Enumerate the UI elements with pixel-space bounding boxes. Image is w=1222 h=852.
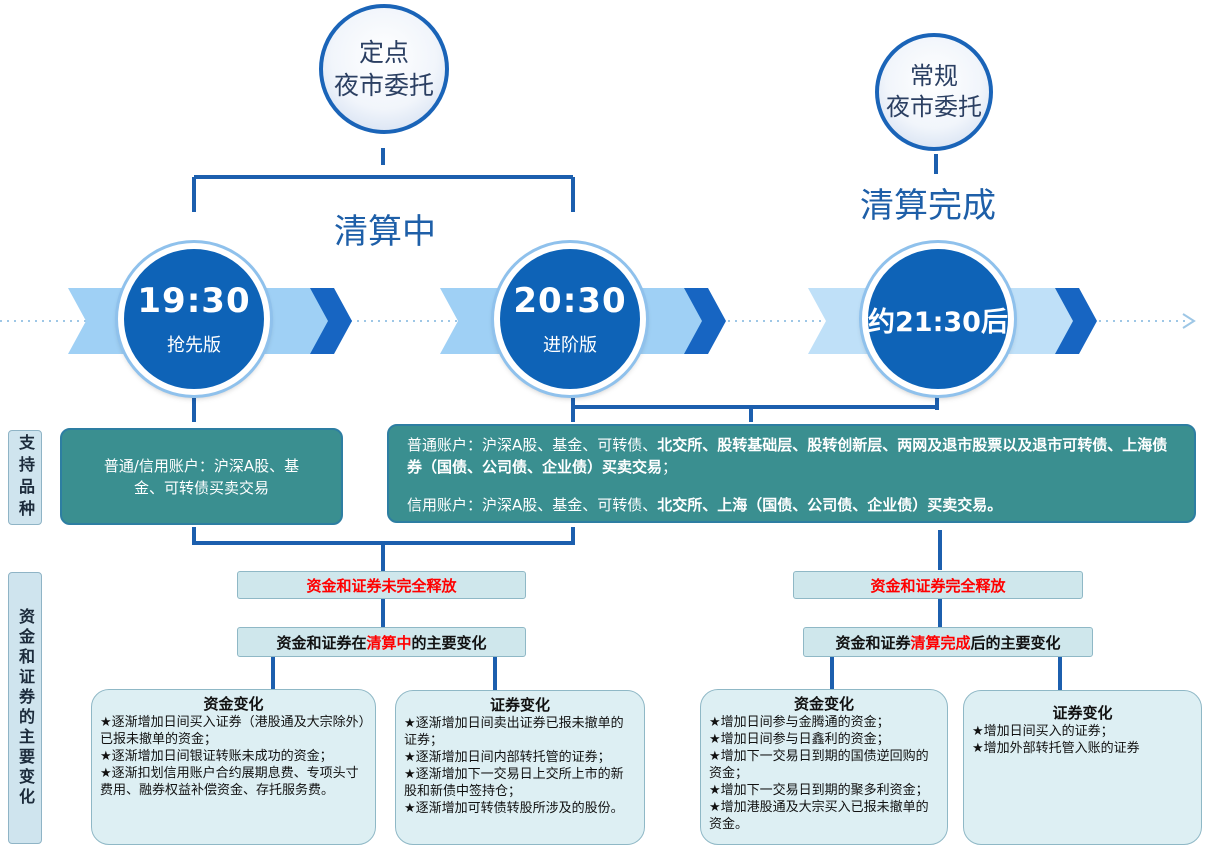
side-label-changes: 资金和证券的主要变化 bbox=[8, 572, 42, 844]
regular-line1: 常规 bbox=[910, 62, 958, 90]
side-label-supported: 支持品种 bbox=[8, 430, 42, 525]
detail-item: ★逐渐增加可转债转股所涉及的股份。 bbox=[404, 801, 624, 816]
scheduled-night-order-circle: 定点 夜市委托 bbox=[319, 4, 449, 134]
time-value: 20:30 bbox=[513, 281, 627, 321]
chevron-dark-2 bbox=[684, 288, 726, 354]
not-released-text: 资金和证券未完全释放 bbox=[306, 576, 457, 595]
detail-cash-in-clearing: 资金变化 ★逐渐增加日间买入证券（港股通及大宗除外）已报未撤单的资金； ★逐渐增… bbox=[91, 689, 376, 845]
detail-item: ★增加下一交易日到期的国债逆回购的资金； bbox=[709, 749, 929, 781]
normal-account-suffix: ； bbox=[662, 458, 678, 476]
scheduled-line1: 定点 bbox=[358, 38, 409, 67]
regular-night-order-circle: 常规 夜市委托 bbox=[875, 33, 993, 151]
time-value: 19:30 bbox=[137, 281, 251, 321]
detail-cash-after-clearing: 资金变化 ★增加日间参与金腾通的资金； ★增加日间参与日鑫利的资金； ★增加下一… bbox=[700, 689, 948, 845]
time-value: 约21:30后 bbox=[868, 306, 1008, 338]
support-credit-account: 信用账户：沪深A股、基金、可转债、北交所、上海（国债、公司债、企业债）买卖交易。 bbox=[407, 494, 1180, 516]
detail-item: ★逐渐增加日间内部转托管的证券； bbox=[404, 750, 611, 765]
released-text: 资金和证券完全释放 bbox=[870, 576, 1006, 595]
after-clearing-pre: 资金和证券 bbox=[835, 633, 911, 652]
detail-item: ★逐渐扣划信用账户合约展期息费、专项头寸费用、融券权益补偿资金、存托服务费。 bbox=[100, 766, 359, 798]
time-circle-1930: 19:30 抢先版 bbox=[118, 243, 270, 395]
detail-title: 资金变化 bbox=[203, 695, 264, 713]
credit-account-bold: 北交所、上海（国债、公司债、企业债）买卖交易。 bbox=[657, 496, 1003, 514]
chevron-dark-3 bbox=[1055, 288, 1097, 354]
pill-changes-in-clearing: 资金和证券在清算中的主要变化 bbox=[237, 627, 526, 657]
clearing-in-progress-label: 清算中 bbox=[334, 212, 436, 252]
detail-item: ★增加日间参与日鑫利的资金； bbox=[709, 732, 890, 747]
support-normal-account: 普通账户：沪深A股、基金、可转债、北交所、股转基础层、股转创新层、两网及退市股票… bbox=[407, 434, 1180, 478]
detail-title: 证券变化 bbox=[489, 696, 550, 714]
detail-title: 证券变化 bbox=[1052, 704, 1113, 722]
pill-fully-released: 资金和证券完全释放 bbox=[793, 571, 1083, 599]
in-clearing-red: 清算中 bbox=[366, 633, 412, 652]
credit-account-prefix: 信用账户：沪深A股、基金、可转债、 bbox=[407, 496, 658, 514]
detail-item: ★增加外部转托管入账的证券 bbox=[972, 741, 1140, 756]
after-clearing-red: 清算完成 bbox=[910, 633, 971, 652]
in-clearing-pre: 资金和证券在 bbox=[276, 633, 367, 652]
regular-line2: 夜市委托 bbox=[886, 93, 982, 121]
detail-item: ★增加日间参与金腾通的资金； bbox=[709, 715, 890, 730]
timeline-arrow-head bbox=[1182, 313, 1196, 329]
detail-item: ★逐渐增加下一交易日上交所上市的新股和新债中签持仓； bbox=[404, 767, 624, 799]
detail-item: ★逐渐增加日间银证转账未成功的资金； bbox=[100, 749, 333, 764]
detail-item: ★增加下一交易日到期的聚多利资金； bbox=[709, 783, 929, 798]
edition-label: 抢先版 bbox=[167, 335, 221, 356]
time-circle-2030: 20:30 进阶版 bbox=[494, 243, 646, 395]
chevron-dark-1 bbox=[310, 288, 352, 354]
after-clearing-post: 后的主要变化 bbox=[970, 633, 1061, 652]
clearing-complete-label: 清算完成 bbox=[860, 186, 996, 226]
detail-securities-in-clearing: 证券变化 ★逐渐增加日间卖出证券已报未撤单的证券； ★逐渐增加日间内部转托管的证… bbox=[395, 690, 645, 845]
scheduled-line2: 夜市委托 bbox=[333, 71, 434, 100]
pill-changes-after-clearing: 资金和证券清算完成后的主要变化 bbox=[803, 627, 1093, 657]
pill-not-fully-released: 资金和证券未完全释放 bbox=[237, 571, 526, 599]
time-circle-2130: 约21:30后 bbox=[862, 243, 1014, 395]
detail-item: ★增加日间买入的证券； bbox=[972, 724, 1114, 739]
support-box-right: 普通账户：沪深A股、基金、可转债、北交所、股转基础层、股转创新层、两网及退市股票… bbox=[387, 424, 1196, 523]
normal-account-prefix: 普通账户：沪深A股、基金、可转债、 bbox=[407, 436, 658, 454]
edition-label: 进阶版 bbox=[543, 335, 597, 356]
detail-securities-after-clearing: 证券变化 ★增加日间买入的证券； ★增加外部转托管入账的证券 bbox=[963, 690, 1202, 845]
detail-item: ★增加港股通及大宗买入已报未撤单的资金。 bbox=[709, 800, 929, 832]
detail-title: 资金变化 bbox=[793, 695, 854, 713]
in-clearing-post: 的主要变化 bbox=[411, 633, 487, 652]
support-left-text: 普通/信用账户：沪深A股、基金、可转债买卖交易 bbox=[103, 456, 300, 497]
normal-account-bold: 北交所、股转基础层、股转创新层、两网及退市股票以及退市可转债、上海债券（国债、公… bbox=[407, 436, 1168, 476]
detail-item: ★逐渐增加日间卖出证券已报未撤单的证券； bbox=[404, 716, 624, 748]
detail-item: ★逐渐增加日间买入证券（港股通及大宗除外）已报未撤单的资金； bbox=[100, 715, 366, 747]
support-box-left: 普通/信用账户：沪深A股、基金、可转债买卖交易 bbox=[60, 428, 343, 525]
